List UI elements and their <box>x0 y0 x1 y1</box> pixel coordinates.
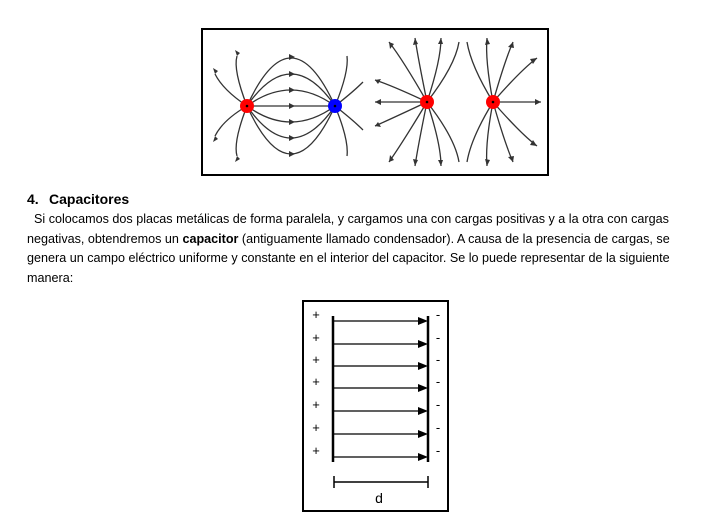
text-run: (antiguamente llamado condensador). A ca… <box>238 231 670 246</box>
minus-sign: - <box>436 420 440 435</box>
plus-sign: + <box>312 374 320 389</box>
paragraph-line: negativas, obtendremos un capacitor (ant… <box>27 230 723 250</box>
distance-label: d <box>375 490 383 506</box>
dipole-arrows <box>213 50 295 162</box>
plus-sign: + <box>312 443 320 458</box>
repulsion-field-lines <box>374 37 541 167</box>
section-heading: 4. Capacitores <box>27 191 129 207</box>
minus-sign: - <box>436 307 440 322</box>
plus-sign: + <box>312 307 320 322</box>
arrowhead-icon <box>418 384 428 392</box>
arrowhead-icon <box>418 317 428 325</box>
field-lines-figure <box>201 28 549 176</box>
arrowhead-icon <box>418 430 428 438</box>
repulsion-arrows <box>375 38 541 166</box>
paragraph-line: manera: <box>27 270 74 285</box>
plus-sign: + <box>312 330 320 345</box>
plus-sign: + <box>312 397 320 412</box>
minus-sign: - <box>436 397 440 412</box>
capacitor-diagram: + - + - + - + - + - + - + - d <box>312 307 440 506</box>
minus-sign: - <box>436 374 440 389</box>
paragraph-line: Si colocamos dos placas metálicas de for… <box>34 212 669 226</box>
text-run: negativas, obtendremos un <box>27 231 183 246</box>
minus-sign: - <box>436 330 440 345</box>
arrowhead-icon <box>418 453 428 461</box>
arrowhead-icon <box>418 340 428 348</box>
arrowhead-icon <box>418 407 428 415</box>
paragraph-line: genera un campo eléctrico uniforme y con… <box>27 251 670 265</box>
capacitor-term: capacitor <box>182 231 239 246</box>
plus-sign: + <box>312 352 320 367</box>
section-title: Capacitores <box>49 191 130 207</box>
section-number: 4. <box>27 191 39 207</box>
arrowhead-icon <box>418 362 428 370</box>
minus-sign: - <box>436 352 440 367</box>
plus-sign: + <box>312 420 320 435</box>
capacitor-figure: + - + - + - + - + - + - + - d <box>302 300 449 512</box>
body-paragraph: Si colocamos dos placas metálicas de for… <box>27 210 723 288</box>
minus-sign: - <box>436 443 440 458</box>
field-lines-diagram <box>213 37 541 167</box>
